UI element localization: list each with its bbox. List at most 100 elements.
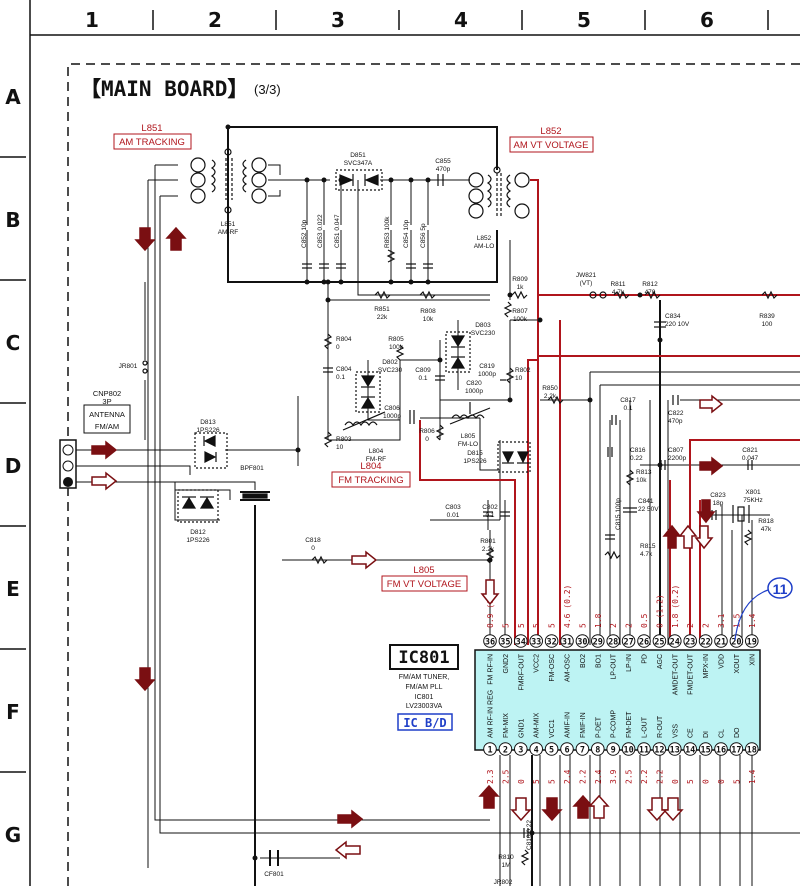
component-ref: R839 xyxy=(759,313,775,320)
row-label: C xyxy=(6,331,21,355)
component-ref: R813 xyxy=(636,469,652,476)
ic-pin-name: AM-OSC xyxy=(565,654,572,682)
board-title: 【MAIN BOARD】 xyxy=(80,77,248,101)
component-ref: L805 xyxy=(461,433,476,440)
ic-pin-number: 32 xyxy=(546,638,556,648)
component-value: 100 xyxy=(762,321,773,328)
ic-pin-number: 11 xyxy=(639,746,649,756)
antenna-ref: CNP802 xyxy=(93,389,121,398)
ic-pin-number: 7 xyxy=(580,746,585,756)
wiring-red xyxy=(419,179,800,645)
ic-pin-number: 24 xyxy=(670,638,680,648)
junction-dots xyxy=(225,124,663,861)
tag-labels: L851 AM TRACKING L852 AM VT VOLTAGE L804… xyxy=(113,123,594,592)
component-value: FM-LO xyxy=(458,441,478,448)
component-ref: R806 xyxy=(419,428,435,435)
component-ref: R804 xyxy=(336,336,352,343)
ic-pin-number: 21 xyxy=(716,638,726,648)
ic-pin-top xyxy=(591,634,605,648)
ic-pin-name: VCC2 xyxy=(534,654,541,673)
ic-pin-bottom xyxy=(621,742,636,756)
ic-pin-number: 36 xyxy=(485,638,495,648)
ic-pin-name: XIN xyxy=(749,654,756,666)
component-label: C854 10p xyxy=(403,219,410,248)
component-ref: R805 xyxy=(388,336,404,343)
ic-pin-voltage: 0 xyxy=(717,779,726,784)
component-ref: R811 xyxy=(610,281,625,288)
ic-pin-name: PD xyxy=(642,654,649,664)
ic-pin-top xyxy=(652,634,667,648)
component-ref: L851 xyxy=(221,221,236,228)
component-ref: R812 xyxy=(642,281,658,288)
ic-pin-voltage: 2 xyxy=(702,623,711,628)
ic-line: IC801 xyxy=(415,694,434,701)
ic-pin-name: DO xyxy=(734,727,741,738)
ic-pin-bottom xyxy=(652,742,667,756)
antenna-labels: CNP802 3P ANTENNA FM/AM xyxy=(89,389,125,431)
ic-pin-top xyxy=(698,634,713,648)
component-value: 4.7k xyxy=(612,289,625,296)
ic-pin-voltage: 1.4 xyxy=(748,613,757,628)
arrow-right-outline xyxy=(699,394,724,414)
col-label: 2 xyxy=(208,8,222,32)
ic-pin-voltage: 0 xyxy=(517,779,526,784)
ic-pin-top xyxy=(637,634,651,648)
col-label: 1 xyxy=(85,8,99,32)
ic-pin-top xyxy=(683,634,698,648)
ic-pin-voltage: 5 xyxy=(532,779,541,784)
ic-pin-number: 22 xyxy=(700,638,710,648)
component-value: 2.2k xyxy=(482,546,495,553)
component-value: 0.1 xyxy=(418,375,427,382)
ic-pin-name: R-OUT xyxy=(657,715,664,738)
ic-pin-name: FM-MIX xyxy=(503,713,510,738)
component-value: AM-RF xyxy=(218,229,239,236)
component-value: 1PS226 xyxy=(186,537,210,544)
component-value: 18p xyxy=(713,500,724,507)
component-value: 75KHz xyxy=(743,497,763,504)
tag-label: AM TRACKING xyxy=(119,137,185,148)
ic-pin-voltage: 5 xyxy=(548,623,557,628)
component-value: SVC230 xyxy=(378,367,403,374)
row-labels: A B C D E F G xyxy=(5,85,22,847)
component-value: 10k xyxy=(423,316,434,323)
ic-pin-number: 6 xyxy=(564,746,569,756)
ic-pin-name: AMDET-OUT xyxy=(672,653,679,695)
component-value: 1000p xyxy=(465,388,483,395)
component-ref: R818 xyxy=(758,518,774,525)
ic-pin-top xyxy=(483,634,497,648)
component-ref: C820 xyxy=(466,380,482,387)
b-row-caps xyxy=(302,249,433,269)
component-ref: D812 xyxy=(190,529,206,536)
ic-pin-voltage: 2.5 xyxy=(625,769,634,784)
ic-pin-voltage: 0 xyxy=(702,779,711,784)
ic-pin-number: 10 xyxy=(623,746,633,756)
component-value: 0.01 xyxy=(447,512,460,519)
component-value: 470 xyxy=(645,289,656,296)
d802-diode xyxy=(355,371,381,413)
ic-pin-number: 14 xyxy=(685,746,695,756)
component-value: 470p xyxy=(668,418,683,425)
ic-line: LV23003VA xyxy=(406,703,443,710)
component-value: SVC230 xyxy=(471,330,496,337)
ic-pin-voltage: 2.5 xyxy=(501,769,510,784)
row-label: A xyxy=(5,85,21,109)
arrow-down-outline xyxy=(646,797,668,822)
ic-pin-top xyxy=(560,634,574,648)
ic-pin-number: 18 xyxy=(747,746,757,756)
component-value: 1PS226 xyxy=(196,427,220,434)
ic-pin-voltage: 2.2 xyxy=(640,769,649,784)
ic-pin-name: AGC xyxy=(657,654,664,669)
arrow-right-solid xyxy=(699,456,724,476)
component-ref: C821 xyxy=(742,447,758,454)
component-value: 220 10V xyxy=(665,321,690,328)
ic-pin-name: DI xyxy=(703,731,710,738)
ic-pin-bottom xyxy=(514,742,528,756)
ic-pin-number: 29 xyxy=(593,638,603,648)
ic801 xyxy=(389,644,761,751)
component-value: 1PS226 xyxy=(463,458,487,465)
arrow-up-solid xyxy=(478,784,500,809)
l851-transformer xyxy=(190,148,267,214)
ic-pin-name: VDD xyxy=(719,654,726,669)
antenna-label: FM/AM xyxy=(95,422,119,431)
